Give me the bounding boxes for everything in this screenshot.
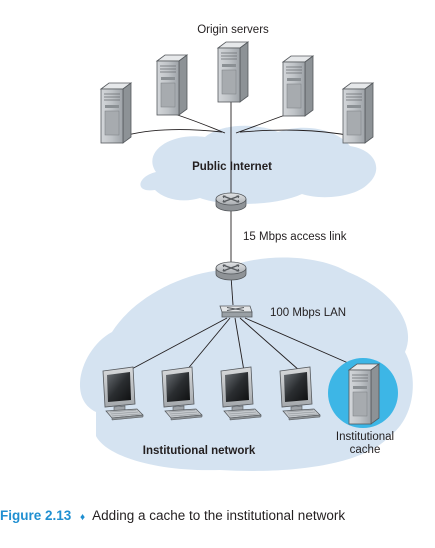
lan-link-pc-2 xyxy=(185,317,231,372)
institutional-network-cloud xyxy=(79,257,413,471)
link-server-5 xyxy=(239,129,353,137)
institutional-network-label: Institutional network xyxy=(143,445,256,457)
lan-link-pc-3 xyxy=(234,317,245,372)
lan-link-pc-4 xyxy=(239,317,301,372)
caption-text: Adding a cache to the institutional netw… xyxy=(92,508,345,523)
cache-label-line2: cache xyxy=(350,444,381,456)
origin-server-icon xyxy=(156,54,188,116)
lan-switch-icon xyxy=(219,305,253,318)
figure-caption: Figure 2.13 ♦ Adding a cache to the inst… xyxy=(0,508,345,523)
network-links xyxy=(127,206,356,372)
institutional-cache xyxy=(328,358,398,428)
cache-server-icon xyxy=(348,363,380,425)
figure-number: Figure 2.13 xyxy=(0,508,72,523)
cache-label-line1: Institutional xyxy=(336,431,394,443)
institutional-router-icon xyxy=(215,261,247,281)
internet-router-icon xyxy=(215,192,247,212)
origin-server-icon xyxy=(342,82,374,144)
origin-server-icon xyxy=(217,41,249,103)
origin-server-icon xyxy=(282,55,314,117)
lan-link-pc-1 xyxy=(127,317,228,372)
router-switch-link xyxy=(230,275,234,306)
public-internet-label: Public Internet xyxy=(192,161,272,173)
caption-bullet: ♦ xyxy=(80,512,85,523)
origin-server-icon xyxy=(100,82,132,144)
origin-servers-label: Origin servers xyxy=(197,24,269,36)
lan-link-cache xyxy=(244,317,356,367)
public-internet-cloud xyxy=(140,125,377,204)
lan-label: 100 Mbps LAN xyxy=(270,307,346,319)
access-link-label: 15 Mbps access link xyxy=(243,231,347,243)
